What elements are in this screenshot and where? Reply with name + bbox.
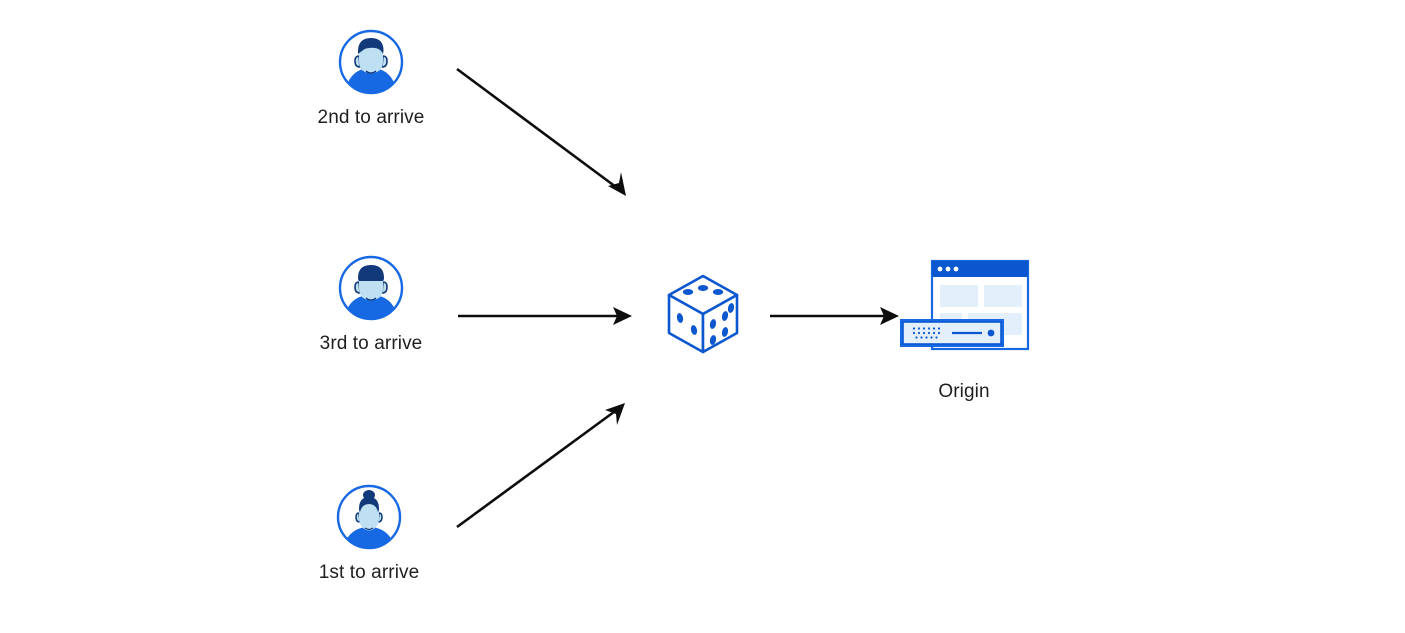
arrow-dice-to-origin (770, 307, 899, 325)
node-client-third[interactable]: 3rd to arrive (306, 254, 436, 355)
user-avatar-icon (337, 254, 405, 322)
node-client-second[interactable]: 2nd to arrive (306, 28, 436, 129)
node-label-client-third: 3rd to arrive (319, 333, 423, 354)
arrow-second-to-dice (456, 67, 626, 196)
node-label-client-second: 2nd to arrive (317, 107, 425, 128)
node-label-origin: Origin (938, 381, 990, 402)
node-client-first[interactable]: 1st to arrive (304, 483, 434, 584)
node-label-client-first: 1st to arrive (318, 562, 420, 583)
arrow-first-to-dice (456, 403, 625, 529)
user-avatar-icon (337, 28, 405, 96)
user-avatar-icon (335, 483, 403, 551)
node-randomizer[interactable] (655, 266, 751, 362)
arrow-third-to-dice (458, 307, 632, 325)
node-origin[interactable]: Origin (894, 255, 1034, 403)
origin-server-browser-icon (894, 255, 1034, 365)
server-device-icon (900, 319, 1004, 347)
dice-cube-icon (655, 266, 751, 362)
